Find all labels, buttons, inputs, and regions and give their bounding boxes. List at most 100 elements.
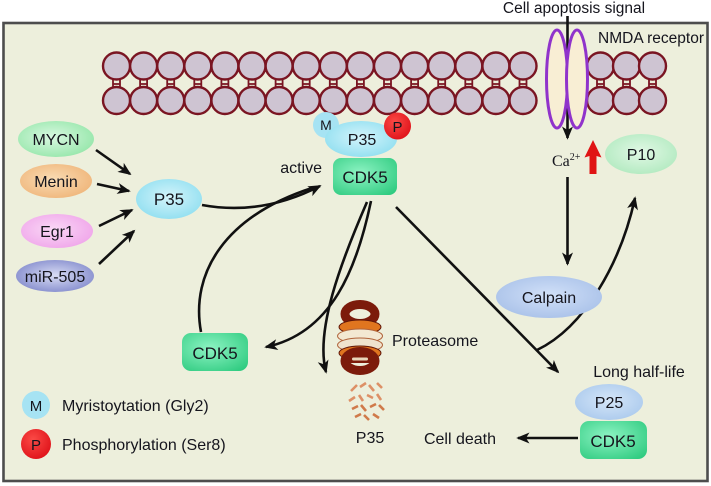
lipid-head-icon <box>155 51 186 81</box>
lipid-head-icon <box>611 85 642 116</box>
arrow-egr1-to-p35 <box>98 208 134 228</box>
cell-death-label: Cell death <box>424 431 496 448</box>
lipid-head-icon <box>481 85 511 116</box>
lipid-head-icon <box>318 51 348 81</box>
nmda-subunit-left-icon <box>545 28 569 130</box>
active-state-label: active <box>280 160 322 177</box>
legend-phosphorylation-badge <box>21 429 51 459</box>
lipid-head-icon <box>508 51 538 81</box>
upstream-regulators: MYCN Menin Egr1 miR-505 <box>16 121 94 292</box>
calcium-label: Ca2+ <box>552 152 581 170</box>
lipid-tail-icon <box>410 79 419 89</box>
lipid-tail-icon <box>464 79 474 89</box>
calpain-label: Calpain <box>522 290 576 307</box>
p35-free-node <box>136 179 202 219</box>
active-cdk5-complex: M P P35 CDK5 active <box>280 112 411 195</box>
p25-label: P25 <box>595 395 624 412</box>
lipid-tail-icon <box>596 79 605 89</box>
lipid-tail-icon <box>247 79 257 89</box>
lipid-head-icon <box>637 51 668 81</box>
cell-apoptosis-signal-label: Cell apoptosis signal <box>503 0 645 17</box>
mir505-label: miR-505 <box>25 269 86 286</box>
lipid-tail-icon <box>491 79 501 89</box>
lipid-head-icon <box>155 85 186 116</box>
lipid-head-icon <box>318 85 348 116</box>
arrow-menin-to-p35 <box>96 182 131 194</box>
calcium-increase-arrow-icon <box>584 140 602 174</box>
lipid-head-icon <box>399 51 430 81</box>
egr1-label: Egr1 <box>40 224 74 241</box>
lipid-head-icon <box>427 85 457 116</box>
cdk5-active-node <box>333 158 397 195</box>
mir505-node <box>16 260 94 292</box>
lipid-tail-icon <box>112 79 121 89</box>
legend-myristoylation-badge <box>22 391 50 419</box>
legend-myristoylation-label: Myristoytation (Gly2) <box>62 398 209 415</box>
lipid-head-icon <box>237 51 267 81</box>
arrow-mir505-to-p35 <box>98 229 136 265</box>
myristoylation-badge-label: M <box>320 117 332 133</box>
mycn-node <box>18 121 94 157</box>
lipid-head-icon <box>264 85 294 116</box>
mycn-label: MYCN <box>32 132 79 149</box>
nmda-receptor-label: NMDA receptor <box>598 30 704 47</box>
p10-node <box>605 134 677 174</box>
lipid-head-icon <box>101 51 132 81</box>
lipid-head-icon <box>585 85 616 116</box>
cdk5-free-label: CDK5 <box>192 344 237 363</box>
cdk5-cycle-arrows <box>197 184 638 374</box>
lipid-head-icon <box>210 85 240 116</box>
lipid-head-icon <box>585 51 616 81</box>
arrow-active-cdk5-to-free-cdk5 <box>264 200 373 350</box>
egr1-node <box>21 214 93 248</box>
phosphorylation-badge <box>384 112 411 140</box>
p35-complex-node <box>325 121 397 157</box>
arrow-free-cdk5-to-active-cdk5 <box>197 186 313 333</box>
lipid-head-icon <box>128 51 159 81</box>
lipid-head-icon <box>291 51 321 81</box>
lipid-head-icon <box>454 51 484 81</box>
arrow-active-cdk5-to-degraded-p35 <box>317 201 369 374</box>
lipid-head-icon <box>481 51 511 81</box>
legend-m-badge-label: M <box>30 398 43 415</box>
lipid-head-icon <box>210 51 240 81</box>
cdk5-free-node <box>182 333 248 371</box>
lipid-head-icon <box>372 85 403 116</box>
legend-p-badge-label: P <box>31 437 41 454</box>
lipid-head-icon <box>101 85 132 116</box>
arrow-mycn-to-p35 <box>95 148 132 176</box>
menin-label: Menin <box>34 174 78 191</box>
p10-label: P10 <box>627 147 656 164</box>
lipid-head-icon <box>508 85 538 116</box>
lipid-head-icon <box>291 85 321 116</box>
lipid-head-icon <box>183 51 213 81</box>
nmda-receptor <box>545 28 589 130</box>
lipid-tail-icon <box>166 79 176 89</box>
lipid-tail-icon <box>328 79 338 89</box>
nmda-subunit-right-icon <box>565 28 589 130</box>
p35-free-label: P35 <box>154 190 184 209</box>
p35-complex-label: P35 <box>348 132 377 149</box>
proteasome-label: Proteasome <box>392 333 478 350</box>
lipid-tail-icon <box>518 79 528 89</box>
arrow-p35-to-active-cdk5 <box>201 184 322 210</box>
menin-node <box>20 164 92 198</box>
legend-phosphorylation-label: Phosphorylation (Ser8) <box>62 437 226 454</box>
cdk5-p25-node <box>580 421 647 459</box>
lipid-tail-icon <box>274 79 284 89</box>
phosphorylation-badge-label: P <box>392 119 402 136</box>
regulator-arrows <box>95 148 136 265</box>
cdk5-active-label: CDK5 <box>342 168 387 187</box>
lipid-tail-icon <box>383 79 392 89</box>
long-half-life-label: Long half-life <box>593 364 685 381</box>
arrow-cleavage-to-p10 <box>536 196 638 352</box>
lipid-head-icon <box>345 85 376 116</box>
lipid-head-icon <box>611 51 642 81</box>
lipid-head-icon <box>183 85 213 116</box>
lipid-tail-icon <box>648 79 657 89</box>
lipid-tail-icon <box>193 79 203 89</box>
plasma-membrane <box>101 51 668 116</box>
lipid-tail-icon <box>220 79 230 89</box>
